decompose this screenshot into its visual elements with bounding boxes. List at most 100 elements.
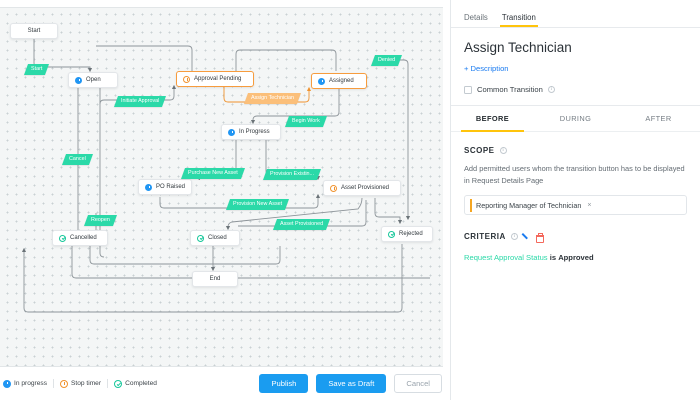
workflow-node-label: Asset Provisioned xyxy=(341,185,390,191)
workflow-node-asset_provisioned[interactable]: Asset Provisioned xyxy=(323,180,401,196)
workflow-node-approval_pending[interactable]: Approval Pending xyxy=(176,71,254,87)
common-transition-label: Common Transition xyxy=(477,85,543,94)
criteria-operator: is xyxy=(549,253,557,262)
add-description-link[interactable]: + Description xyxy=(464,64,509,73)
transition-label-asset_provisioned_t[interactable]: Asset Provisioned xyxy=(272,219,331,230)
transition-label-text: Provision Existin... xyxy=(270,171,315,177)
legend-separator xyxy=(107,379,109,388)
legend-item-completed: Completed xyxy=(108,379,163,388)
transition-label-text: Asset Provisioned xyxy=(280,221,324,227)
clock-icon xyxy=(145,183,152,191)
transition-details-panel: Details Transition Assign Technician + D… xyxy=(450,0,700,400)
common-transition-checkbox[interactable] xyxy=(464,85,472,94)
in-progress-icon xyxy=(3,379,11,388)
stop-timer-icon xyxy=(60,379,68,388)
transition-label-text: Cancel xyxy=(69,156,86,162)
transition-label-text: Start xyxy=(31,66,43,72)
transition-label-text: Begin Work xyxy=(292,118,320,124)
edit-pencil-icon[interactable] xyxy=(523,233,531,241)
scope-header: SCOPE i xyxy=(464,146,687,155)
transition-label-begin_work[interactable]: Begin Work xyxy=(284,116,327,127)
clock-icon xyxy=(318,77,325,85)
workflow-node-closed[interactable]: Closed xyxy=(190,230,240,246)
criteria-value: Approved xyxy=(558,253,594,262)
transition-label-start_t[interactable]: Start xyxy=(23,64,50,75)
canvas-footer: In progress Stop timer Completed Publish S… xyxy=(0,367,450,400)
workflow-node-label: Assigned xyxy=(329,78,354,84)
transition-label-text: Purchase New Asset xyxy=(188,170,238,176)
scope-input[interactable]: Reporting Manager of Technician × xyxy=(464,195,687,215)
info-icon[interactable]: i xyxy=(499,147,507,154)
cancel-button[interactable]: Cancel xyxy=(394,374,442,393)
scope-chip[interactable]: Reporting Manager of Technician × xyxy=(470,198,596,212)
tab-after[interactable]: AFTER xyxy=(645,114,672,123)
tab-during[interactable]: DURING xyxy=(559,114,592,123)
criteria-expression: Request Approval Status is Approved xyxy=(464,253,687,262)
criteria-heading: CRITERIA xyxy=(464,232,506,241)
footer-actions: Publish Save as Draft Cancel xyxy=(259,374,450,393)
workflow-node-label: Open xyxy=(86,77,101,83)
page-title: Assign Technician xyxy=(464,40,572,55)
workflow-node-label: Approval Pending xyxy=(194,76,242,82)
transition-label-denied[interactable]: Denied xyxy=(370,55,403,66)
warn-icon xyxy=(330,184,337,192)
transition-label-text: Assign Technician xyxy=(251,95,295,101)
workflow-node-assigned[interactable]: Assigned xyxy=(311,73,367,89)
transition-label-cancel[interactable]: Cancel xyxy=(61,154,93,165)
legend-item-label: Completed xyxy=(125,380,157,387)
tab-details[interactable]: Details xyxy=(464,13,488,22)
transition-label-text: Reopen xyxy=(91,217,110,223)
workflow-node-rejected[interactable]: Rejected xyxy=(381,226,433,242)
workflow-node-label: Rejected xyxy=(399,231,423,237)
workflow-node-cancelled[interactable]: Cancelled xyxy=(52,230,108,246)
info-icon[interactable]: i xyxy=(510,233,518,240)
check-icon xyxy=(59,234,66,242)
legend-item-label: Stop timer xyxy=(71,380,102,387)
transition-label-provision_new_asset[interactable]: Provision New Asset xyxy=(225,199,290,210)
delete-trash-icon[interactable] xyxy=(536,232,545,243)
legend-item-label: In progress xyxy=(14,380,47,387)
clock-icon xyxy=(75,76,82,84)
legend-item-in-progress: In progress xyxy=(0,379,53,388)
scope-hint: Add permitted users whom the transition … xyxy=(464,164,685,185)
panel-body: SCOPE i Add permitted users whom the tra… xyxy=(451,132,700,262)
tab-transition[interactable]: Transition xyxy=(499,13,538,27)
publish-button[interactable]: Publish xyxy=(259,374,309,393)
criteria-header: CRITERIA i xyxy=(464,232,687,243)
legend-item-stop-timer: Stop timer xyxy=(54,379,107,388)
check-icon xyxy=(197,234,204,242)
tab-before[interactable]: BEFORE xyxy=(451,106,534,132)
workflow-node-label: PO Raised xyxy=(156,184,186,190)
transition-label-purchase_new_asset[interactable]: Purchase New Asset xyxy=(180,168,245,179)
transition-label-assign_technician[interactable]: Assign Technician xyxy=(243,93,302,104)
workflow-node-label: End xyxy=(209,276,221,282)
scope-heading: SCOPE xyxy=(464,146,495,155)
info-icon[interactable]: i xyxy=(547,86,555,93)
workflow-node-po_raised[interactable]: PO Raised xyxy=(138,179,192,195)
check-icon xyxy=(388,230,395,238)
save-as-draft-button[interactable]: Save as Draft xyxy=(316,374,387,393)
scope-chip-label: Reporting Manager of Technician xyxy=(476,200,582,210)
transition-label-reopen[interactable]: Reopen xyxy=(83,215,117,226)
common-transition-row[interactable]: Common Transition i xyxy=(451,73,700,105)
stage-tab-bar: BEFORE DURING AFTER xyxy=(451,105,700,132)
workflow-node-start[interactable]: Start xyxy=(10,23,58,39)
criteria-field: Request Approval Status xyxy=(464,253,548,262)
workflow-node-label: Start xyxy=(27,28,41,34)
panel-tab-bar: Details Transition xyxy=(451,0,700,28)
clock-icon xyxy=(228,128,235,136)
workflow-node-end[interactable]: End xyxy=(192,271,238,287)
transition-label-text: Denied xyxy=(378,57,396,63)
warn-icon xyxy=(183,75,190,83)
status-legend: In progress Stop timer Completed xyxy=(0,379,163,388)
transition-label-provision_existing[interactable]: Provision Existin... xyxy=(262,169,322,180)
legend-separator xyxy=(53,379,54,388)
transition-label-initiate_approval[interactable]: Initiate Approval xyxy=(113,96,167,107)
workflow-node-label: Closed xyxy=(208,235,227,241)
workflow-node-in_progress[interactable]: In Progress xyxy=(221,124,281,140)
close-icon[interactable]: × xyxy=(587,201,592,209)
workflow-node-open[interactable]: Open xyxy=(68,72,118,88)
